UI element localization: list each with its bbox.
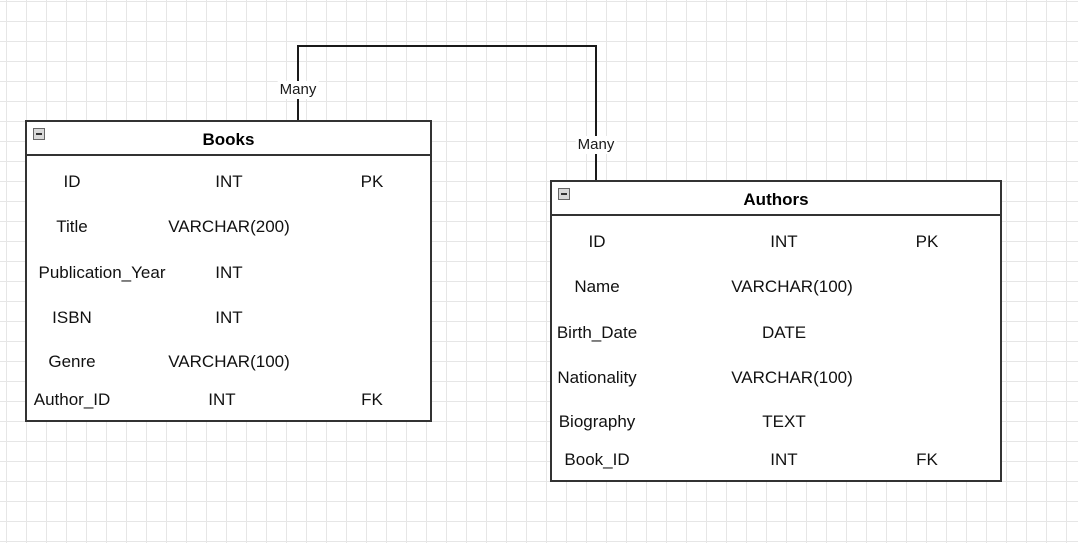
- attribute-name: ISBN: [52, 308, 92, 327]
- attribute-type: INT: [215, 172, 243, 191]
- attribute-name: Biography: [558, 412, 636, 431]
- attribute-name: Birth_Date: [556, 323, 638, 342]
- entity-authors-header[interactable]: Authors: [552, 182, 1000, 216]
- attribute-type: VARCHAR(200): [168, 217, 290, 236]
- attribute-name: ID: [63, 172, 81, 191]
- attribute-type: VARCHAR(100): [731, 277, 853, 296]
- entity-authors[interactable]: Authors ID INT PK Name VARCHAR(100) Birt…: [550, 180, 1002, 482]
- attribute-name: ID: [588, 232, 606, 251]
- attribute-name: Genre: [48, 352, 96, 371]
- attribute-name: Book_ID: [564, 450, 630, 469]
- attribute-type: INT: [770, 232, 798, 251]
- attribute-key: FK: [916, 450, 938, 469]
- relationship-label-authors: Many: [575, 136, 617, 154]
- attribute-name: Publication_Year: [38, 263, 166, 282]
- attribute-type: VARCHAR(100): [168, 352, 290, 371]
- attribute-type: DATE: [761, 323, 807, 342]
- attribute-key: PK: [360, 172, 384, 191]
- attribute-type: INT: [215, 263, 243, 282]
- attribute-name: Nationality: [557, 368, 637, 387]
- attribute-name: Author_ID: [33, 390, 111, 409]
- attribute-type: INT: [770, 450, 798, 469]
- entity-books-title: Books: [202, 130, 255, 149]
- attribute-type: TEXT: [762, 412, 806, 431]
- attribute-type: INT: [215, 308, 243, 327]
- attribute-type: INT: [208, 390, 236, 409]
- attribute-type: VARCHAR(100): [731, 368, 853, 387]
- attribute-name: Name: [574, 277, 620, 296]
- relationship-label-books: Many: [277, 81, 319, 99]
- entity-books-header[interactable]: Books: [27, 122, 430, 156]
- entity-books[interactable]: Books ID INT PK Title VARCHAR(200) Publi…: [25, 120, 432, 422]
- collapse-icon[interactable]: [33, 128, 45, 140]
- attribute-key: FK: [361, 390, 383, 409]
- attribute-name: Title: [56, 217, 88, 236]
- attribute-key: PK: [915, 232, 939, 251]
- collapse-icon[interactable]: [558, 188, 570, 200]
- entity-authors-title: Authors: [743, 190, 809, 209]
